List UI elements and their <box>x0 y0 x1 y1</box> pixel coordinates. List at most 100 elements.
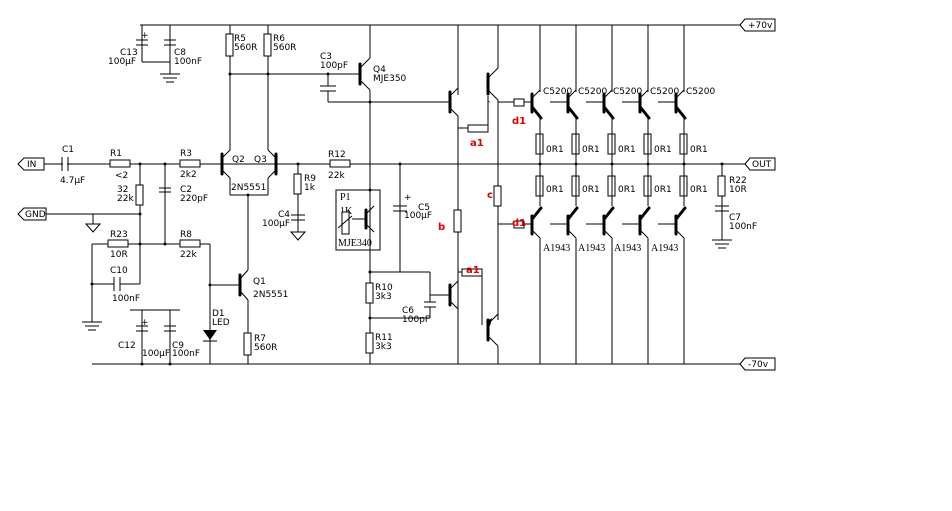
r7-resistor <box>243 332 252 356</box>
output-pnp-5 <box>674 164 688 364</box>
svg-text:R12: R12 <box>328 150 346 160</box>
svg-text:100nF: 100nF <box>172 349 200 359</box>
svg-text:4.7µF: 4.7µF <box>60 176 85 186</box>
svg-text:0R1: 0R1 <box>654 185 672 195</box>
svg-text:10R: 10R <box>729 185 747 195</box>
svg-text:0R1: 0R1 <box>654 145 672 155</box>
svg-text:Q1: Q1 <box>253 277 266 287</box>
a1-top-resistor <box>467 124 489 133</box>
svg-text:-: - <box>487 97 490 107</box>
svg-text:C5: C5 <box>418 203 430 213</box>
svg-text:A1943: A1943 <box>578 243 605 254</box>
svg-text:GND: GND <box>25 210 46 220</box>
svg-text:560R: 560R <box>273 43 296 53</box>
svg-text:a1: a1 <box>470 138 484 149</box>
vbe-multiplier-box <box>335 189 381 251</box>
r12-resistor <box>329 159 351 168</box>
driver-npn-top <box>448 87 459 117</box>
d1-top-resistor <box>513 98 525 107</box>
svg-text:R8: R8 <box>180 230 192 240</box>
svg-text:+: + <box>141 31 149 41</box>
svg-text:C3: C3 <box>320 52 332 62</box>
svg-text:3k3: 3k3 <box>375 292 392 302</box>
svg-text:22k: 22k <box>117 194 134 204</box>
r3-resistor <box>179 159 201 168</box>
output-npn-1 <box>530 25 544 164</box>
svg-text:C1: C1 <box>62 145 74 155</box>
output-npn-3 <box>602 25 616 164</box>
svg-text:560R: 560R <box>254 343 277 353</box>
svg-text:100nF: 100nF <box>112 294 140 304</box>
svg-text:R7: R7 <box>254 334 266 344</box>
output-pnp-3 <box>602 164 616 364</box>
svg-text:100µF: 100µF <box>142 349 170 359</box>
svg-text:+: + <box>141 318 149 328</box>
svg-text:C4: C4 <box>278 210 290 220</box>
svg-text:100µF: 100µF <box>262 219 290 229</box>
output-npn-5 <box>674 25 688 164</box>
svg-text:+70v: +70v <box>748 21 773 31</box>
r10-resistor <box>365 282 374 304</box>
svg-text:Q3: Q3 <box>254 155 267 165</box>
r6-resistor <box>263 33 272 57</box>
svg-text:0R1: 0R1 <box>690 185 708 195</box>
svg-text:0R1: 0R1 <box>690 145 708 155</box>
svg-text:P1: P1 <box>340 192 351 203</box>
svg-text:C5200: C5200 <box>543 87 572 97</box>
svg-text:C5200: C5200 <box>613 87 642 97</box>
svg-text:R1: R1 <box>110 149 122 159</box>
svg-text:R5: R5 <box>234 34 246 44</box>
driver-pnp-lower <box>486 313 499 347</box>
svg-text:Q2: Q2 <box>232 155 245 165</box>
output-pnp-1 <box>530 164 544 364</box>
driver-npn-lower <box>430 280 459 310</box>
svg-text:R3: R3 <box>180 149 192 159</box>
output-pnp-2 <box>566 164 580 364</box>
svg-text:100µF: 100µF <box>108 57 136 67</box>
output-npn-2 <box>566 25 580 164</box>
svg-text:C6: C6 <box>402 306 414 316</box>
svg-text:A1943: A1943 <box>651 243 678 254</box>
svg-text:C12: C12 <box>118 341 136 351</box>
d1-led <box>203 330 217 342</box>
svg-text:2N5551: 2N5551 <box>253 290 288 300</box>
svg-text:C8: C8 <box>174 48 186 58</box>
svg-text:d1: d1 <box>512 116 526 127</box>
svg-text:C5200: C5200 <box>578 87 607 97</box>
svg-text:R10: R10 <box>375 283 393 293</box>
output-pnp-4 <box>638 164 652 364</box>
p1-pot <box>341 211 350 235</box>
r9-resistor <box>293 173 302 195</box>
ground-triangle <box>84 223 102 233</box>
svg-text:R22: R22 <box>729 176 747 186</box>
port-vneg: -70v <box>739 357 776 371</box>
svg-text:1k: 1k <box>304 183 316 193</box>
svg-text:D1: D1 <box>212 309 225 319</box>
svg-text:22k: 22k <box>180 250 197 260</box>
q4-transistor <box>358 25 371 190</box>
r1-resistor <box>109 159 131 168</box>
svg-text:32: 32 <box>117 185 128 195</box>
svg-text:22k: 22k <box>328 171 345 181</box>
svg-text:<2: <2 <box>115 171 128 181</box>
svg-text:-70v: -70v <box>748 360 769 370</box>
port-gnd: GND <box>17 207 47 221</box>
svg-text:d1: d1 <box>512 218 526 229</box>
svg-text:2k2: 2k2 <box>180 170 197 180</box>
r2-resistor <box>135 184 144 206</box>
svg-text:R11: R11 <box>375 333 393 343</box>
svg-text:C10: C10 <box>110 266 128 276</box>
svg-text:10R: 10R <box>110 250 128 260</box>
svg-text:b: b <box>438 222 445 233</box>
svg-text:R9: R9 <box>304 174 316 184</box>
q2-transistor <box>200 149 231 195</box>
svg-text:C2: C2 <box>180 185 192 195</box>
svg-text:C7: C7 <box>729 213 741 223</box>
svg-text:MJE350: MJE350 <box>373 74 407 84</box>
svg-text:MJE340: MJE340 <box>338 238 372 249</box>
driver-npn-upper <box>486 67 499 101</box>
q3-transistor <box>267 149 290 195</box>
svg-text:OUT: OUT <box>752 160 772 170</box>
svg-text:A1943: A1943 <box>614 243 641 254</box>
